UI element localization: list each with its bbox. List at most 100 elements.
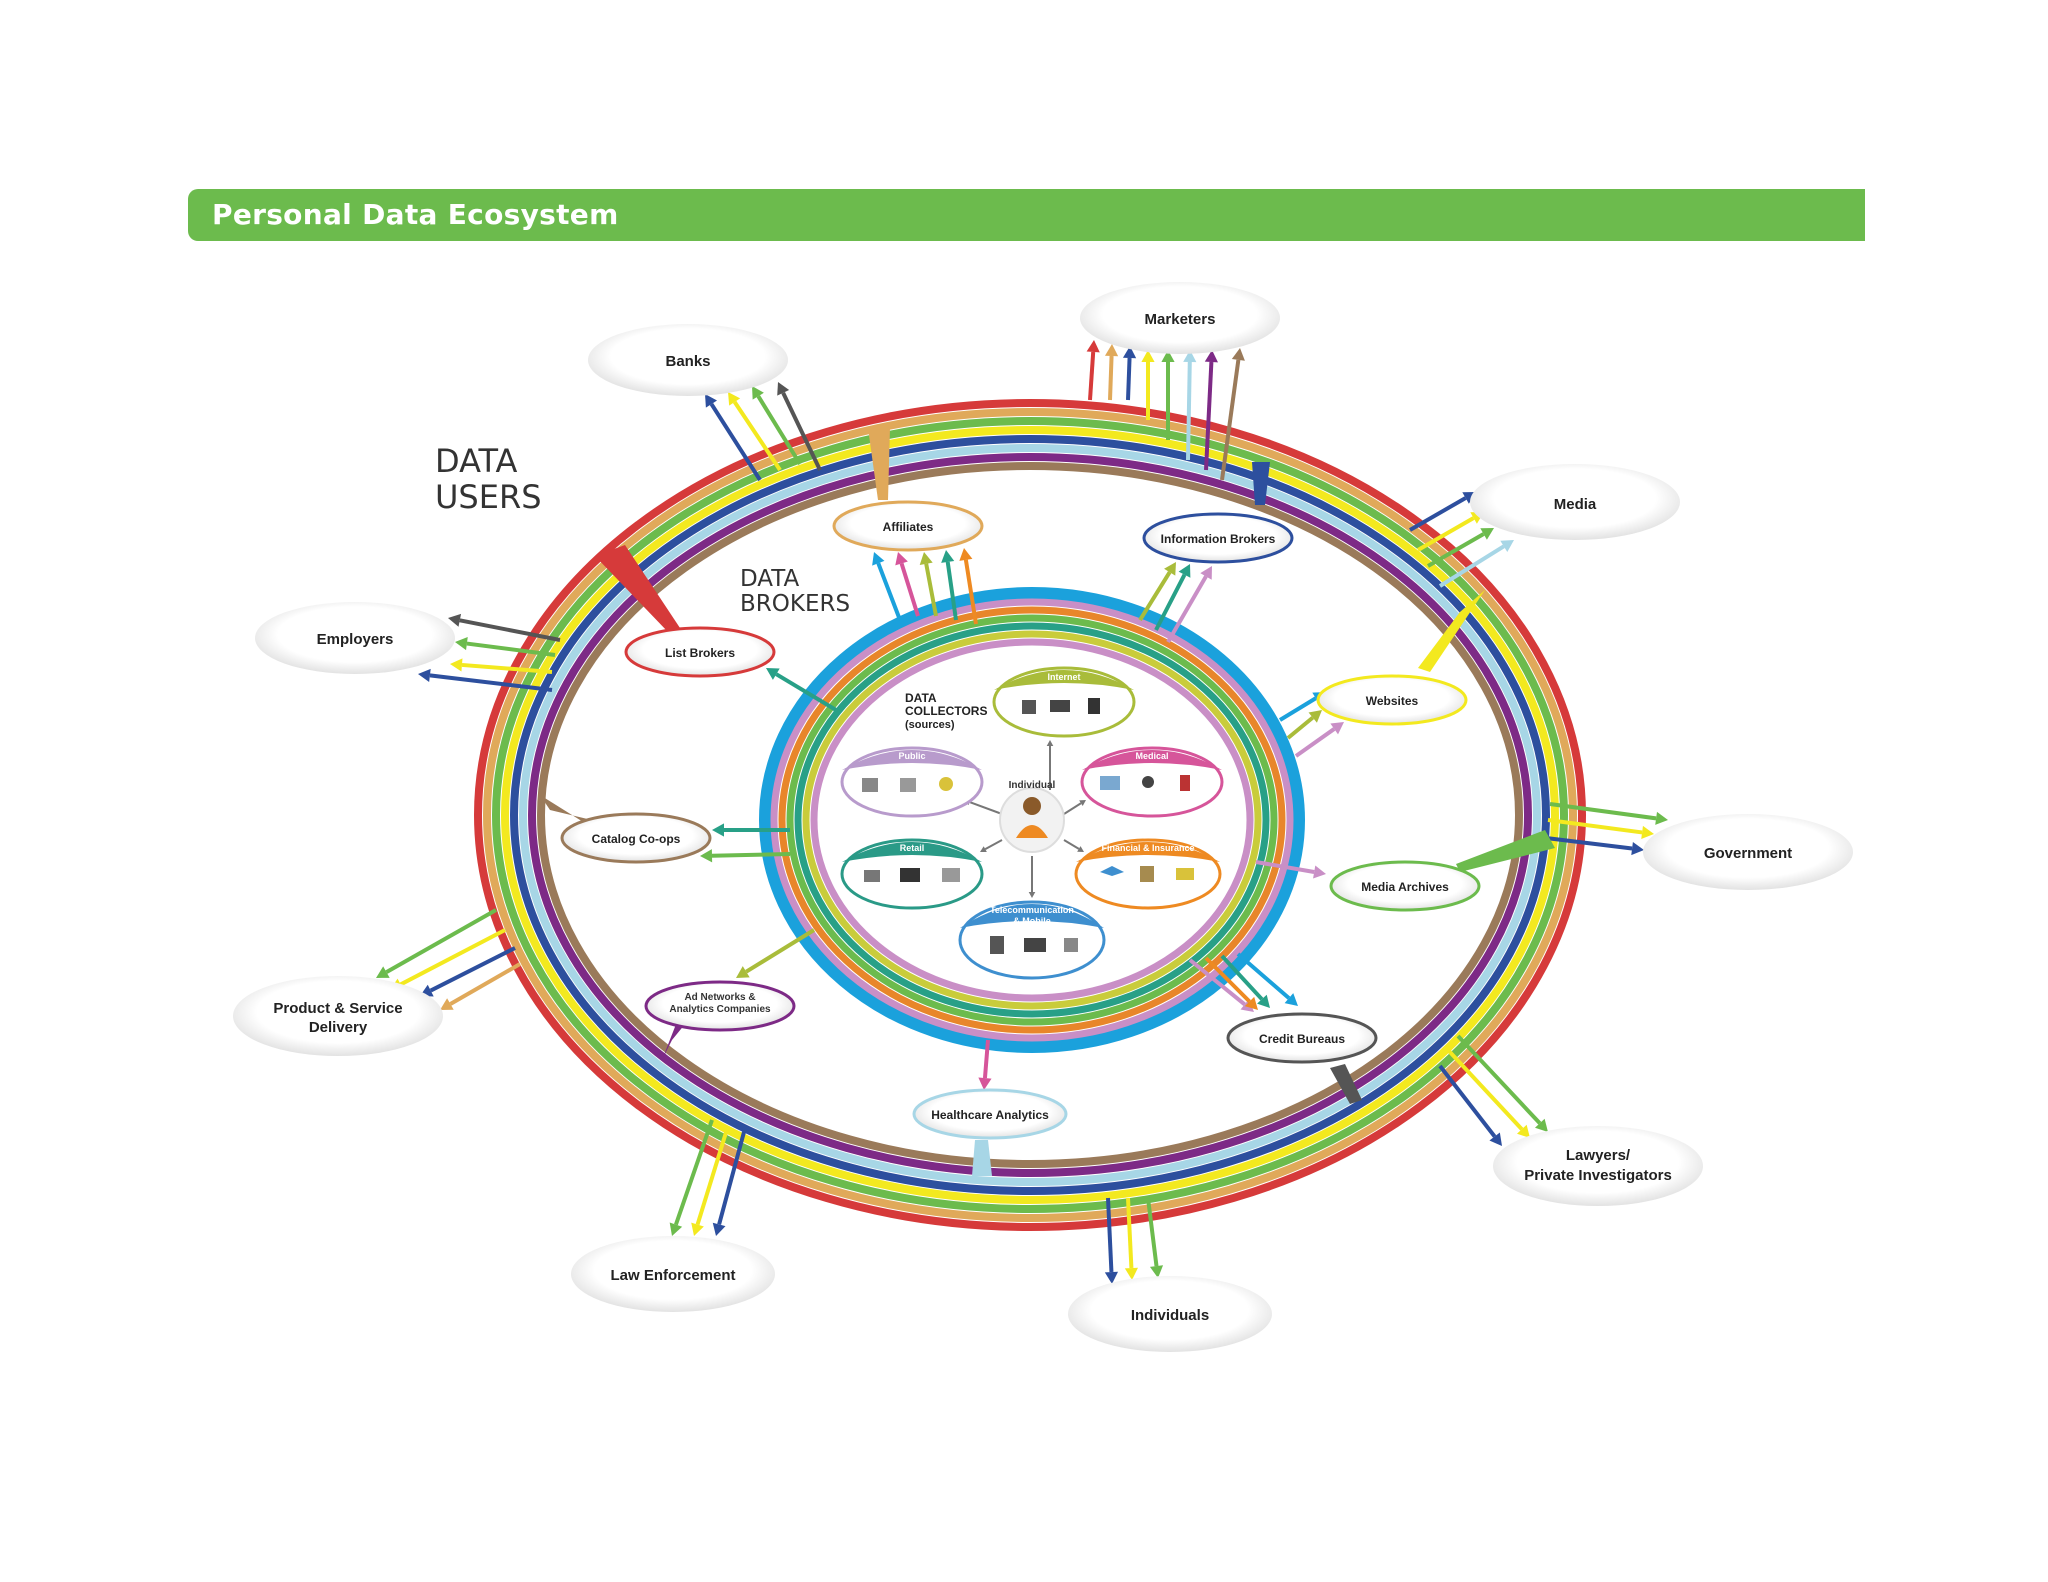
- arrow-to-individuals-1: [1124, 1197, 1139, 1280]
- arrow-to-center-2: [1063, 800, 1086, 815]
- records-icon: [900, 778, 916, 792]
- data-collectors-line2: COLLECTORS: [905, 704, 987, 718]
- user-employers: Employers: [255, 602, 455, 674]
- arrow-to-ad-networks-0: [736, 928, 816, 978]
- arrow-to-affiliates-1: [895, 552, 920, 617]
- arrow-to-media-archives-0: [1255, 860, 1326, 879]
- arrow-to-information-brokers-1: [1154, 564, 1191, 631]
- data-collectors-heading: DATA: [905, 691, 937, 705]
- arrow-to-employers-1: [455, 637, 556, 657]
- arrow-to-product-service-3: [440, 962, 521, 1010]
- arrow-to-law-enforcement-2: [712, 1131, 746, 1236]
- loyalty-card-icon: [942, 868, 960, 882]
- user-marketers: Marketers: [1080, 282, 1280, 354]
- pharmacy-icon: [1180, 775, 1190, 791]
- user-product-service-delivery: Product & Service Delivery: [233, 976, 443, 1056]
- arrow-to-individuals-0: [1104, 1197, 1119, 1284]
- user-employers-label: Employers: [317, 631, 394, 648]
- collector-telecom-label-2: & Mobile: [1013, 916, 1051, 926]
- store-icon: [900, 868, 920, 882]
- broker-affiliates-label: Affiliates: [883, 520, 934, 534]
- inner-ring-1: [770, 598, 1294, 1042]
- arrow-to-banks-0: [705, 394, 762, 482]
- collector-retail: Retail: [840, 838, 984, 910]
- arrow-to-product-service-0: [376, 908, 497, 978]
- arrow-to-marketers-1: [1104, 344, 1119, 401]
- broker-information-brokers-label: Information Brokers: [1161, 532, 1276, 546]
- arrow-to-healthcare-analytics-0: [978, 1039, 992, 1090]
- broker-healthcare-analytics: Healthcare Analytics: [912, 1088, 1068, 1176]
- user-banks-label: Banks: [665, 353, 710, 370]
- arrow-to-law-enforcement-0: [669, 1119, 714, 1236]
- outer-ring-7: [537, 462, 1523, 1168]
- collector-telecom-mobile: Telecommunication & Mobile: [958, 900, 1106, 980]
- user-product-service-label-2: Delivery: [309, 1019, 368, 1036]
- data-collectors-line1: DATA: [905, 691, 937, 705]
- user-lawyers-label-1: Lawyers/: [1566, 1147, 1631, 1164]
- outer-ring-2: [492, 417, 1568, 1213]
- arrow-to-marketers-5: [1183, 350, 1197, 461]
- page-title: Personal Data Ecosystem: [212, 198, 619, 231]
- arrow-to-marketers-7: [1220, 348, 1245, 481]
- person-icon: [1023, 797, 1041, 815]
- inner-ring-4: [794, 622, 1270, 1018]
- title-banner: Personal Data Ecosystem: [188, 189, 1865, 241]
- hospital-icon: [1100, 776, 1120, 790]
- broker-ad-networks-label-1: Ad Networks &: [684, 992, 755, 1003]
- arrow-to-government-2: [1545, 836, 1644, 856]
- arrow-to-affiliates-3: [941, 550, 958, 621]
- inner-ring-0: [759, 587, 1305, 1053]
- arrow-to-websites-2: [1294, 722, 1344, 758]
- outer-ring-bands: [474, 399, 1586, 1231]
- arrow-to-government-1: [1547, 818, 1654, 839]
- outer-ring-3: [501, 426, 1559, 1204]
- arrow-to-government-0: [1549, 802, 1668, 825]
- broker-credit-bureaus-label: Credit Bureaus: [1259, 1032, 1345, 1046]
- arrow-to-marketers-3: [1141, 350, 1155, 420]
- collector-telecom-label-1: Telecommunication: [990, 905, 1074, 915]
- data-users-heading-2: USERS: [435, 478, 542, 516]
- collector-retail-label: Retail: [900, 843, 925, 853]
- arrow-to-law-enforcement-1: [691, 1125, 730, 1236]
- arrow-to-product-service-2: [420, 946, 516, 997]
- broker-catalog-coops: Catalog Co-ops: [540, 795, 712, 864]
- arrow-to-list-brokers-0: [766, 668, 838, 712]
- doctor-icon: [1142, 776, 1154, 788]
- data-brokers-heading-line2: BROKERS: [740, 591, 850, 617]
- collector-medical: Medical: [1080, 746, 1224, 818]
- outer-ring-0: [474, 399, 1586, 1231]
- arrow-to-individuals-2: [1146, 1197, 1164, 1278]
- user-law-enforcement-label: Law Enforcement: [610, 1267, 735, 1284]
- broker-credit-bureaus: Credit Bureaus: [1226, 1012, 1378, 1104]
- center-individual: Individual: [999, 780, 1065, 853]
- arrow-to-center-3: [980, 839, 1003, 853]
- catalog-icon: [864, 870, 880, 882]
- arrow-to-banks-2: [752, 386, 802, 466]
- user-media: Media: [1470, 464, 1680, 540]
- user-individuals: Individuals: [1068, 1276, 1272, 1352]
- arrow-to-employers-3: [418, 668, 553, 692]
- user-individuals-label: Individuals: [1131, 1307, 1209, 1324]
- arrow-to-websites-1: [1286, 710, 1322, 740]
- arrow-to-center-0: [1046, 740, 1054, 790]
- data-users-heading-line2: USERS: [435, 478, 542, 516]
- collector-public-label: Public: [898, 751, 925, 761]
- data-brokers-heading-2: BROKERS: [740, 591, 850, 617]
- arrow-to-media-3: [1438, 540, 1514, 588]
- flow-arrows: [376, 340, 1668, 1284]
- inner-ring-6: [810, 638, 1254, 1002]
- lightbulb-icon: [939, 777, 953, 791]
- mobile-phone-icon: [990, 936, 1004, 954]
- social-network-icon: [1050, 700, 1070, 712]
- landline-icon: [1064, 938, 1078, 952]
- arrow-to-center-4: [1063, 839, 1084, 852]
- broker-catalog-coops-label: Catalog Co-ops: [592, 832, 681, 846]
- arrow-to-information-brokers-0: [1138, 562, 1176, 622]
- web-browsing-icon: [1088, 698, 1100, 714]
- data-collectors-heading-2: COLLECTORS: [905, 704, 987, 718]
- arrow-to-marketers-2: [1122, 346, 1137, 401]
- travel-icon: [1100, 866, 1124, 876]
- data-users-heading-line1: DATA: [435, 442, 518, 480]
- arrow-to-credit-bureaus-3: [1236, 952, 1298, 1006]
- collector-medical-label: Medical: [1135, 751, 1168, 761]
